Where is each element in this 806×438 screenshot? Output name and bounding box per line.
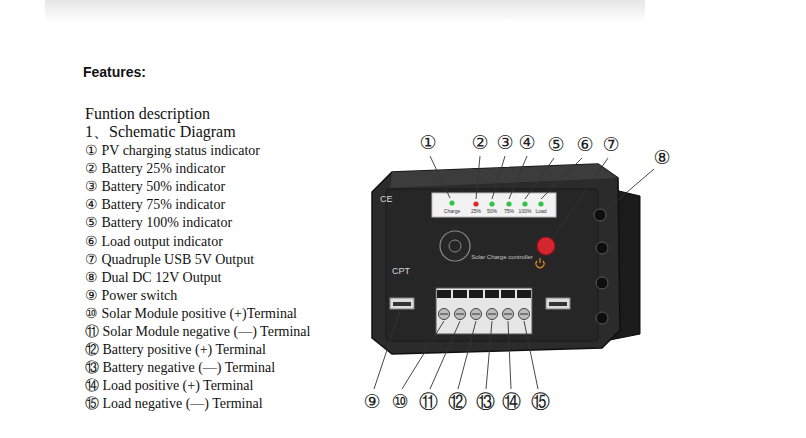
product-label: Solar Charge controller [471,254,533,261]
indicator-label: 25% [471,209,481,215]
callout-number: ⑫ [448,391,467,413]
callout-number: ⑨ [363,391,380,413]
dc-port [594,209,606,221]
feature-item: ⑥ Load output indicator [85,234,223,250]
leader-line [525,158,554,199]
indicator-label: Charge [444,209,460,215]
leader-line [374,311,400,389]
callout-number: ④ [518,132,535,154]
power-icon [536,258,544,268]
callout-number: ① [419,132,436,154]
callout-number: ⑤ [547,134,564,156]
leader-line [430,321,460,389]
led [522,201,527,206]
led-panel [432,193,556,217]
callout-number: ③ [496,132,513,154]
leader-line [486,321,492,389]
feature-item: ⑬ Battery negative (—) Terminal [85,360,275,376]
led [449,200,454,205]
led [473,201,478,206]
terminal-block [436,288,532,334]
feature-item: ② Battery 25% indicator [85,161,225,177]
front-panel [386,189,598,341]
leader-line [605,169,654,211]
dc-port [596,242,608,254]
brand-mark: CPT [392,266,410,276]
section-heading: Funtion description [85,105,210,123]
callout-number: ⑬ [476,391,495,413]
terminal-opening [501,290,515,298]
screw-slot [440,314,528,315]
feature-item: ① PV charging status indicator [85,143,260,159]
led [489,201,494,206]
usb-slot [549,302,567,306]
feature-item: ⑧ Dual DC 12V Output [85,270,221,286]
leader-line [508,321,511,389]
led [506,201,511,206]
cert-mark: CE [380,194,393,204]
indicator-label: 75% [504,209,514,215]
feature-item: ⑤ Battery 100% indicator [85,215,232,231]
terminal-screws [437,290,531,320]
feature-item: ④ Battery 75% indicator [85,197,225,213]
indicator-label: 50% [487,209,497,215]
leader-line [430,156,450,198]
indicator-label: 100% [519,209,532,215]
feature-item: ⑦ Quadruple USB 5V Output [85,252,254,268]
callout-number: ⑥ [576,134,593,156]
housing-body [372,164,620,354]
terminal-opening [469,290,483,298]
callout-number: ⑧ [653,147,670,169]
leader-line [524,321,538,389]
feature-item: ⑭ Load positive (+) Terminal [85,378,253,394]
logo-sun [449,240,461,252]
feature-item: ⑫ Battery positive (+) Terminal [85,342,266,358]
power-button [537,237,555,255]
leader-line [476,156,480,199]
feature-item: ⑪ Solar Module negative (—) Terminal [85,324,310,340]
logo-ring [440,231,470,261]
indicator-label: Load [535,209,546,215]
leader-line [552,158,608,239]
callout-number: ⑦ [602,134,619,156]
callout-number: ⑪ [419,391,438,413]
top-band [45,0,645,22]
housing-top [390,164,618,188]
terminal-opening [485,290,499,298]
section-heading: 1、Schematic Diagram [85,123,236,141]
led [538,201,543,206]
usb-port [546,298,570,309]
leader-line [458,321,476,389]
usb-slot [393,302,411,306]
dc-port [596,312,608,324]
usb-port [390,298,414,309]
feature-item: ⑩ Solar Module positive (+)Terminal [85,306,297,322]
leader-line [509,156,527,199]
feature-item: ⑮ Load negative (—) Terminal [85,396,263,412]
callout-number: ⑭ [502,391,521,413]
feature-item: ⑨ Power switch [85,288,177,304]
leader-line [541,158,582,199]
leader-line [492,156,505,199]
leader-line [402,321,444,389]
terminal-opening [437,290,451,298]
terminal-opening [517,290,531,298]
dc-port [596,277,608,289]
leader-lines [374,156,654,389]
callout-number: ⑮ [531,391,550,413]
callout-number: ② [471,132,488,154]
callout-number: ⑩ [391,391,408,413]
terminal-opening [453,290,467,298]
controller-housing [372,164,640,354]
feature-item: ③ Battery 50% indicator [85,179,225,195]
page-title: Features: [83,64,146,80]
